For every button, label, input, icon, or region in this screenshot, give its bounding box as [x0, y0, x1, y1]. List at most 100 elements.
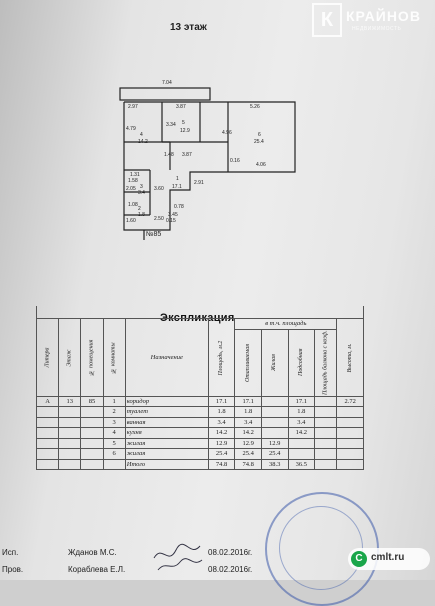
table-cell: 3 [102, 416, 126, 428]
table-cell: 74.8 [207, 458, 236, 470]
dim-label: 5.26 [250, 104, 260, 110]
table-cell [35, 437, 60, 449]
balcony-outline [119, 87, 211, 101]
table-cell [260, 416, 289, 428]
table-cell: 6 [102, 448, 126, 460]
table-cell: A [35, 395, 60, 407]
dim-label: 1.60 [126, 218, 136, 224]
table-cell: 1.8 [207, 406, 236, 418]
room-area: 1.8 [138, 212, 145, 218]
room-number: 3 [140, 184, 143, 190]
site-watermark: С cmlt.ru [348, 548, 430, 570]
table-cell [102, 458, 126, 470]
header-living: Жилая [261, 329, 289, 396]
table-cell [314, 395, 338, 407]
table-cell [35, 448, 60, 460]
table-cell [35, 406, 60, 418]
dim-label: 2.97 [128, 104, 138, 110]
dim-label: 4.79 [126, 126, 136, 132]
table-cell: Итого [124, 458, 209, 470]
table-cell: 17.1 [287, 395, 316, 407]
table-cell: 12.9 [234, 437, 262, 449]
dim-label: 3.45 [168, 212, 178, 218]
table-cell [260, 395, 289, 407]
signature-date: 08.02.2016г. [208, 548, 253, 557]
table-cell [336, 458, 364, 470]
dim-label: 0.16 [230, 158, 240, 164]
table-cell: жилая [124, 448, 209, 460]
table-cell [336, 448, 364, 460]
header-battery: Площадь балкона с коэф. [314, 329, 337, 396]
table-cell [336, 416, 364, 428]
table-cell [35, 458, 60, 470]
table-cell: 74.8 [234, 458, 262, 470]
room-area: 25.4 [254, 139, 264, 145]
table-cell [260, 406, 289, 418]
room-number: 1 [176, 176, 179, 182]
table-cell: 85 [80, 395, 104, 407]
dim-label: 4.96 [222, 130, 232, 136]
signature-name: Кораблева Е.Л. [68, 565, 126, 574]
dim-label: 4.06 [256, 162, 266, 168]
watermark-text: cmlt.ru [371, 552, 405, 563]
table-cell [80, 416, 104, 428]
watermark-logo-icon: С [351, 551, 367, 567]
table-cell: 5 [102, 437, 126, 449]
dim-label: 2.05 [126, 186, 136, 192]
table-cell [314, 437, 338, 449]
logo-mark-icon: К [312, 3, 342, 37]
dim-label: 0.78 [174, 204, 184, 210]
header-room-no: № помещения [80, 318, 104, 396]
dim-label: 1.31 [130, 172, 140, 178]
dim-label: 1.58 [128, 178, 138, 184]
header-floor: Этаж [58, 318, 81, 396]
table-cell: 25.4 [207, 448, 236, 460]
header-height: Высота, м. [336, 318, 364, 396]
table-cell: 14.2 [207, 427, 236, 439]
table-cell [80, 437, 104, 449]
header-auxiliary: Подсобная [288, 329, 315, 396]
outer-wall [123, 101, 296, 231]
room-area: 17.1 [172, 184, 182, 190]
table-cell: 1 [102, 395, 126, 407]
dim-label: 1.08 [128, 202, 138, 208]
table-cell: 38.3 [260, 458, 289, 470]
flat-number: №85 [146, 231, 161, 238]
table-cell: жилая [124, 437, 209, 449]
dim-label: 1.48 [164, 152, 174, 158]
table-cell: 3.4 [234, 416, 262, 428]
header-litera: Литера [36, 318, 59, 396]
dim-label: 3.34 [166, 122, 176, 128]
room-number: 4 [140, 132, 143, 138]
table-cell [336, 427, 364, 439]
signature-role: Пров. [2, 565, 24, 574]
table-cell: 36.5 [287, 458, 316, 470]
floor-plan-drawing: 7.04 2.97 3.87 5.26 4 14.2 5 12.9 6 25.4… [119, 80, 296, 240]
table-cell: туалет [124, 406, 209, 418]
table-cell [80, 406, 104, 418]
floor-title: 13 этаж [170, 22, 207, 33]
table-cell: 3.4 [287, 416, 316, 428]
room-area: 12.9 [180, 128, 190, 134]
table-cell: 1.8 [287, 406, 316, 418]
dim-label: 2.91 [194, 180, 204, 186]
room-number: 6 [258, 132, 261, 138]
signature-date: 08.02.2016г. [208, 565, 253, 574]
table-cell: 14.2 [287, 427, 316, 439]
table-cell: кухня [124, 427, 209, 439]
table-cell [35, 427, 60, 439]
table-cell [80, 448, 104, 460]
dim-label: 3.87 [182, 152, 192, 158]
table-cell [314, 427, 338, 439]
table-cell [58, 427, 82, 439]
header-purpose: Назначение [124, 318, 209, 397]
table-cell [80, 427, 104, 439]
table-cell [314, 416, 338, 428]
